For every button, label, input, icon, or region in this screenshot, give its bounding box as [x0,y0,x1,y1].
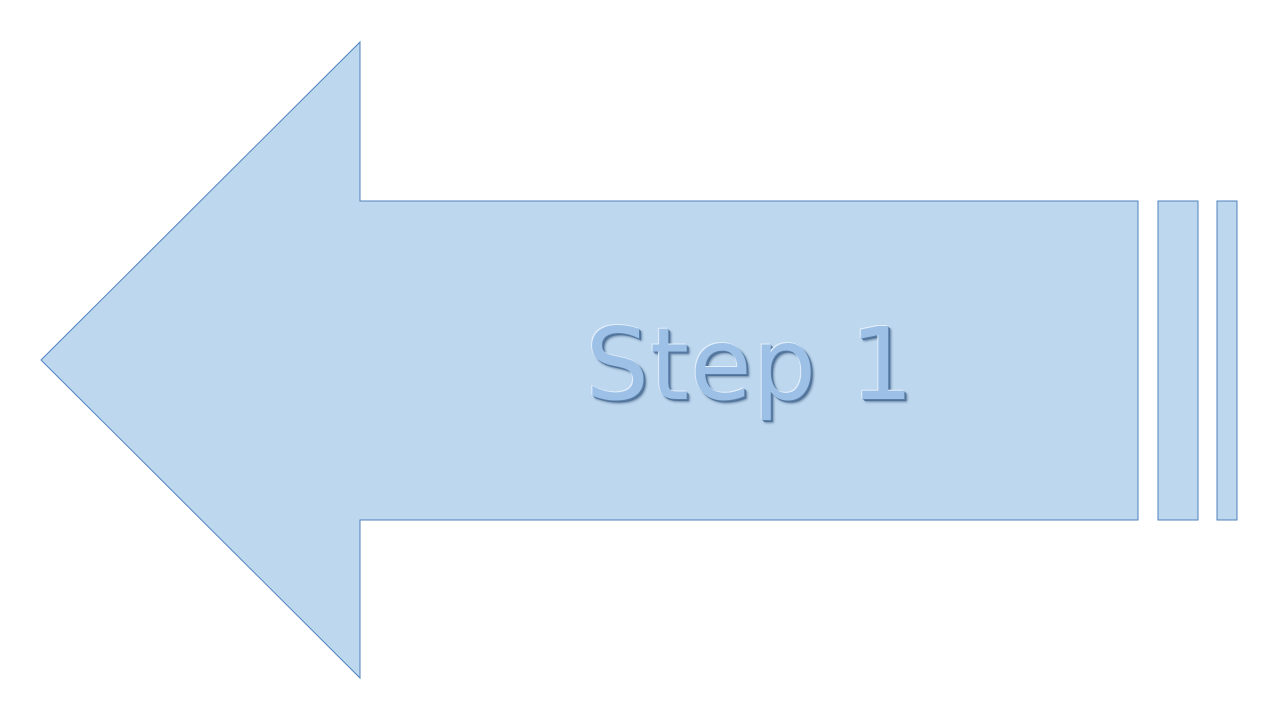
arrow-stripe-1 [1157,200,1199,521]
step-label: Step 1 [585,306,915,423]
arrow-shape [40,40,1139,680]
arrow-stripe-2 [1216,200,1238,521]
